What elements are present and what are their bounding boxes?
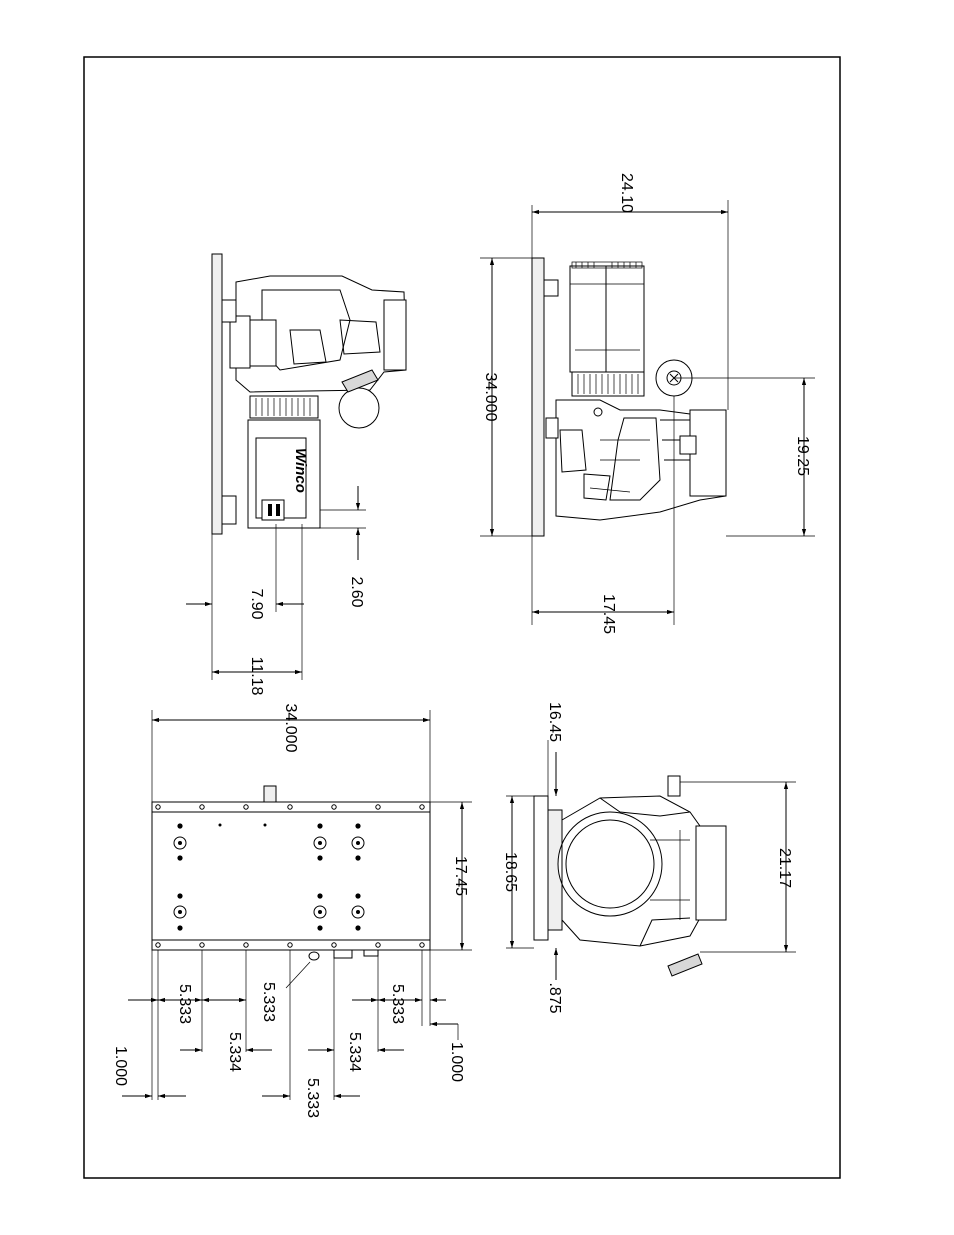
dim-top-16-45: 16.45 (546, 702, 563, 742)
dim-11-18: 11.18 (248, 657, 265, 696)
svg-text:Winco: Winco (292, 448, 309, 493)
dim-right-21-17: 21.17 (776, 848, 793, 888)
cooling-fins-bottom (572, 372, 644, 396)
dim-spacing-5-334-a: 5.334 (226, 1032, 243, 1072)
dim-right-17-45: 17.45 (452, 856, 469, 896)
dim-top-34-000: 34.000 (282, 704, 299, 753)
dim-edge-1-000-left: 1.000 (112, 1046, 129, 1086)
dim-bottom-0-875: .875 (546, 982, 563, 1013)
view-bottom-left: 34.000 17.45 5.333 5.333 5.33 (112, 704, 472, 1119)
drawing-frame (84, 57, 840, 1178)
dim-right-19-25: 19.25 (794, 436, 811, 476)
winco-logo: Winco (292, 448, 309, 493)
view-top-left: Winco 2.60 7.90 11.18 (186, 254, 406, 696)
dim-bottom-17-45: 17.45 (600, 594, 617, 634)
dim-spacing-5-333-a: 5.333 (176, 984, 193, 1024)
dim-spacing-5-334-b: 5.334 (346, 1032, 363, 1072)
view-bottom-right: 16.45 18.65 21.17 .875 (502, 702, 796, 1014)
dim-spacing-5-333-b: 5.333 (260, 982, 277, 1022)
dim-7-90: 7.90 (248, 588, 265, 619)
dim-height-34-000: 34.000 (482, 373, 499, 422)
dim-left-18-65: 18.65 (502, 852, 519, 892)
dim-edge-1-000-right: 1.000 (448, 1042, 465, 1082)
dim-spacing-5-333-c: 5.333 (389, 984, 406, 1024)
dim-spacing-5-333-d: 5.333 (304, 1078, 321, 1118)
dim-width-24-10: 24.10 (618, 173, 635, 213)
dim-2-60: 2.60 (348, 576, 365, 607)
view-top-right: 24.10 34.000 19.25 17.45 (480, 173, 815, 634)
